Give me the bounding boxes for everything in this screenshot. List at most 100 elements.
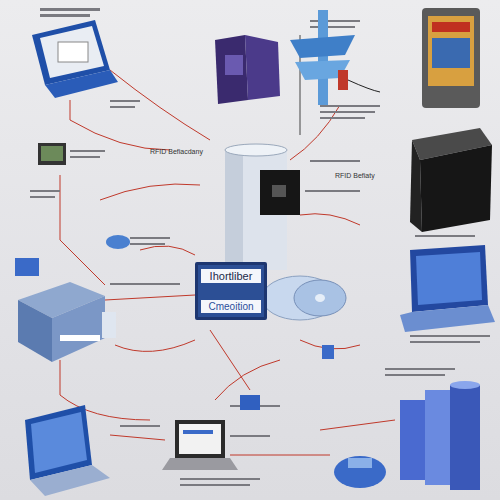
label-printer xyxy=(18,282,116,362)
fine-print-bar xyxy=(120,425,160,427)
tablet-band xyxy=(432,38,470,68)
software-boxes xyxy=(215,35,280,104)
laptop xyxy=(25,405,110,496)
box-label xyxy=(225,55,243,75)
device-label: RFID Befiacdany xyxy=(150,148,203,155)
printer-side xyxy=(18,300,52,362)
fine-print-bar xyxy=(30,190,60,192)
reader-panel xyxy=(290,35,355,58)
box-heading: Ihortliber xyxy=(201,269,261,283)
process-box: IhortliberCmeoition xyxy=(195,262,267,320)
fine-print-bar xyxy=(385,368,455,370)
discs xyxy=(262,276,346,320)
fine-print-bar xyxy=(310,20,360,22)
tablet-band xyxy=(432,22,470,32)
fine-print-bar xyxy=(415,235,475,237)
laptop xyxy=(32,20,118,98)
printer-front xyxy=(52,296,105,362)
device-body xyxy=(334,456,386,488)
printer-icon xyxy=(58,42,88,62)
box xyxy=(215,35,248,104)
tablet-frame xyxy=(422,8,480,108)
fine-print-bar xyxy=(310,160,360,162)
fine-print-bar xyxy=(40,8,100,11)
tablet xyxy=(422,8,480,108)
fine-print-bar xyxy=(110,283,180,285)
fine-print-bar xyxy=(410,335,490,337)
box xyxy=(245,35,280,100)
printer-side xyxy=(410,140,422,232)
leader-line xyxy=(100,184,200,200)
tablet-screen xyxy=(428,16,474,86)
leader-line xyxy=(110,70,210,140)
fine-print-bar xyxy=(70,150,105,152)
tag-box-body xyxy=(260,170,300,215)
fine-print-bar xyxy=(110,100,140,102)
box-text: Cmeoition xyxy=(201,300,261,313)
laptop-base xyxy=(162,458,238,470)
leader-line xyxy=(230,455,330,456)
leader-lines xyxy=(60,35,395,455)
monitor xyxy=(38,143,66,165)
leader-line xyxy=(70,100,170,150)
fine-print-bar xyxy=(130,237,170,239)
server xyxy=(400,400,428,480)
fine-print-bar xyxy=(410,341,480,343)
fine-print xyxy=(30,8,490,486)
fine-print-bar xyxy=(305,190,360,192)
printer-front xyxy=(420,145,492,232)
server-top xyxy=(450,381,480,389)
leader-line xyxy=(300,214,360,225)
leader-line xyxy=(115,340,195,351)
device-label: RFID Befiaty xyxy=(335,172,375,179)
laptop xyxy=(162,420,238,470)
laptop-lid xyxy=(410,245,488,312)
handheld-body xyxy=(322,345,334,359)
fine-print-bar xyxy=(180,484,250,486)
monitor-frame xyxy=(38,143,66,165)
tag-chip xyxy=(272,185,286,197)
monitor-screen xyxy=(41,146,63,161)
device-window xyxy=(348,458,372,468)
leader-line xyxy=(140,246,195,255)
laptop-base xyxy=(30,465,110,496)
reader-pole xyxy=(318,10,328,105)
fine-print-bar xyxy=(320,105,380,107)
leader-line xyxy=(60,175,105,285)
fine-print-bar xyxy=(30,196,55,198)
leader-line xyxy=(110,435,165,440)
leader-line xyxy=(215,360,280,400)
laptop-base xyxy=(400,305,495,332)
reader-device xyxy=(334,456,386,488)
leader-line xyxy=(210,330,250,390)
printer xyxy=(410,128,492,232)
fine-print-bar xyxy=(310,26,355,28)
fine-print-bar xyxy=(70,156,100,158)
rfid-reader xyxy=(290,10,380,105)
leader-line xyxy=(290,105,340,160)
handheld xyxy=(240,345,334,410)
laptop-screen xyxy=(179,424,221,454)
fine-print-bar xyxy=(180,478,260,480)
fine-print-bar xyxy=(110,106,135,108)
disc-hole xyxy=(315,294,325,302)
label-strip xyxy=(60,335,100,341)
fine-print-bar xyxy=(385,374,445,376)
leader-line xyxy=(320,420,395,430)
server xyxy=(450,385,480,490)
fine-print-bar xyxy=(230,435,270,437)
scanner xyxy=(102,312,116,338)
laptop-lid xyxy=(175,420,225,458)
laptop-base xyxy=(45,70,118,98)
tag-box xyxy=(260,170,300,215)
fine-print-bar xyxy=(320,111,375,113)
fine-print-bar xyxy=(320,117,365,119)
leader-line xyxy=(105,295,195,300)
fine-print-bar xyxy=(130,243,165,245)
handheld-body xyxy=(240,395,260,410)
server xyxy=(425,390,453,485)
cable xyxy=(348,80,380,92)
laptop-screen xyxy=(31,412,87,473)
